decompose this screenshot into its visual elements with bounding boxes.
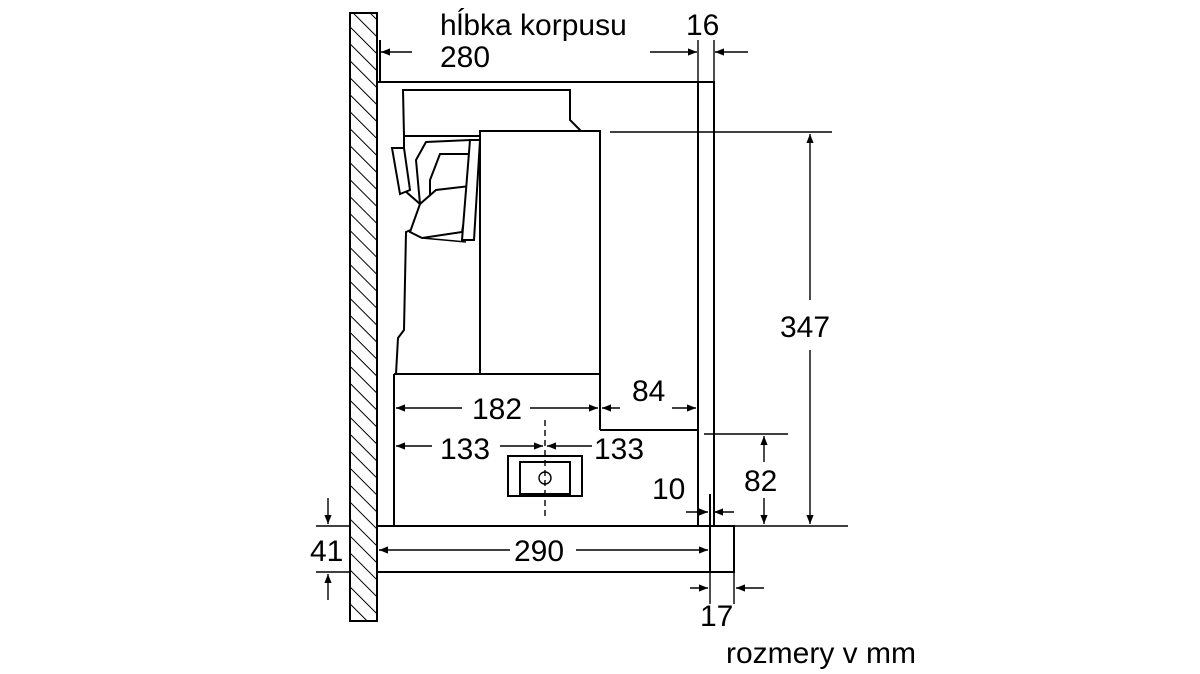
- width-290-label: 290: [514, 535, 564, 568]
- blower-unit: [390, 89, 601, 375]
- height-82-label: 82: [744, 465, 777, 498]
- offset-133-right-label: 133: [594, 433, 644, 466]
- width-84-label: 84: [632, 375, 665, 408]
- units-note: rozmery v mm: [726, 637, 916, 670]
- width-182-label: 182: [472, 393, 522, 426]
- connector-detail: [507, 420, 583, 520]
- total-height-label: 347: [780, 311, 830, 344]
- depth-value-label: 280: [440, 41, 490, 74]
- wall: [349, 12, 378, 622]
- height-41-label: 41: [310, 535, 343, 568]
- offset-133-left-label: 133: [440, 433, 490, 466]
- depth-title-label: hĺbka korpusu: [440, 8, 627, 42]
- gap-10-label: 10: [652, 473, 685, 506]
- extension-lines: [316, 40, 848, 604]
- front-thickness-label: 16: [686, 9, 719, 42]
- front-17-label: 17: [700, 600, 733, 633]
- dimension-arrows: [324, 48, 814, 600]
- front-panel: [697, 81, 735, 573]
